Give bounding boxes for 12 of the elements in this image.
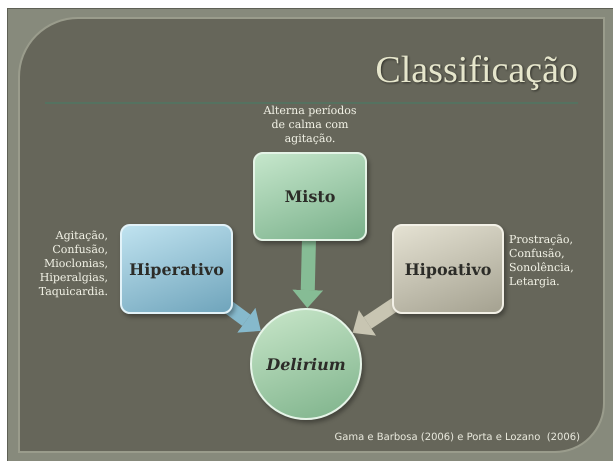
rounded-box: [392, 224, 504, 314]
node-label: Hipoativo: [404, 260, 492, 278]
symptom-note: Alterna períodos de calma com agitação.: [262, 104, 358, 146]
symptom-note: Agitação, Confusão, Mioclonias, Hiperalgias, Taquicardia.: [38, 229, 108, 299]
slide-title: Classificação: [375, 48, 578, 92]
rounded-box: [253, 152, 367, 241]
node-label: Hiperativo: [129, 260, 224, 278]
node-label: Delirium: [266, 354, 346, 374]
symptom-note: Prostração, Confusão, Sonolência, Letargia.: [509, 233, 575, 289]
node-label: Misto: [284, 187, 336, 206]
rounded-box: [120, 224, 233, 314]
source-caption: Gama e Barbosa (2006) e Porta e Lozano (2006): [334, 432, 580, 443]
